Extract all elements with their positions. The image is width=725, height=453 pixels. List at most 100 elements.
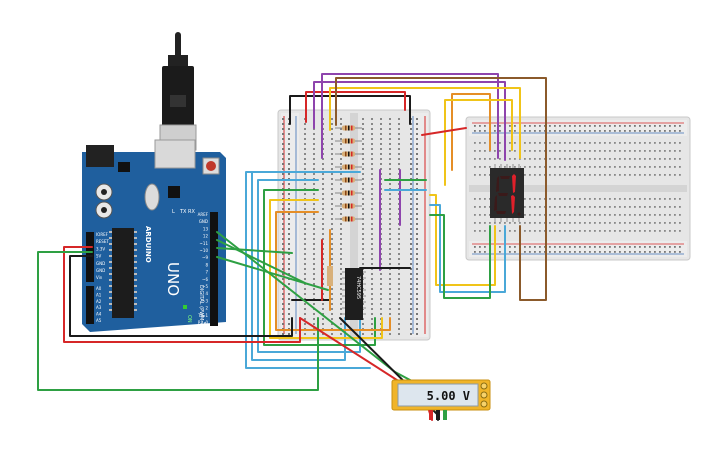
on-label: ON — [186, 315, 192, 323]
wire-orange-1 — [275, 211, 391, 331]
wire-blue-low — [429, 204, 506, 293]
resistor — [335, 190, 362, 196]
segment-b — [512, 174, 516, 193]
segment-g — [498, 193, 508, 196]
digital-header-labels: AREF GND 13 12 ~11 ~10 ~9 8 7 ~6 ~5 4 ~3 2TX▸1RX◂0 — [197, 212, 208, 325]
wire-red-5v — [63, 246, 301, 343]
header-pin-label: ~9 — [202, 255, 208, 260]
segment-a — [500, 176, 510, 179]
wire-black-top — [289, 95, 411, 125]
resistor — [335, 164, 362, 170]
wire-purple-2 — [321, 73, 499, 159]
resistor-single — [327, 266, 333, 286]
resistor-array — [335, 125, 362, 222]
wire-yellow-low — [429, 194, 496, 286]
usb-cable — [159, 32, 197, 151]
header-pin-label: 12 — [203, 234, 209, 239]
resistor — [335, 151, 362, 157]
segment-dp — [517, 212, 521, 216]
wire-purple-1 — [313, 81, 506, 161]
digital-label: DIGITAL (PWM~) — [198, 285, 204, 327]
header-pin-label: GND — [199, 219, 208, 224]
atmega-chip — [112, 228, 134, 318]
header-pin-label: A1 — [96, 292, 102, 297]
reset-button[interactable] — [206, 161, 216, 171]
resistor — [335, 177, 362, 183]
power-header-labels: IOREF RESET 3.3V 5V GND GND Vin — [96, 232, 109, 280]
arduino-brand: ARDUINO — [144, 226, 152, 263]
wire-red-top — [305, 91, 406, 123]
header-pin-label: Vin — [96, 275, 103, 280]
segment-e — [494, 195, 497, 211]
header-pin-label: IOREF — [96, 232, 109, 237]
shift-register-chip[interactable]: 74HC595 — [342, 268, 366, 320]
led-label-rx: RX — [188, 209, 195, 215]
segment-c — [511, 195, 515, 214]
digital-header — [210, 212, 218, 326]
wire-blue-outer — [245, 171, 371, 369]
led-label-tx: TX — [179, 209, 187, 215]
wire-yellow-top — [329, 87, 521, 159]
multimeter-screen — [397, 383, 479, 407]
header-pin-label: A2 — [96, 299, 102, 304]
wire-green-low — [429, 214, 491, 299]
header-pin-label: 5V — [96, 254, 102, 259]
dc-jack — [86, 145, 114, 167]
wire-red-power — [421, 127, 467, 136]
wire-green-d11 — [216, 247, 293, 254]
segment-f — [496, 176, 499, 192]
meter-knob-com[interactable] — [480, 400, 488, 408]
meter-knob-v[interactable] — [480, 391, 488, 399]
led-label-l: L — [172, 209, 175, 215]
header-pin-label: RESET — [96, 239, 109, 244]
header-pin-label: A4 — [96, 312, 102, 317]
wire-green-d10 — [216, 256, 329, 291]
header-pin-label: 13 — [203, 226, 209, 231]
chip-label: 74HC595 — [355, 276, 361, 299]
header-pin-label: ~10 — [200, 248, 209, 253]
analog-label: ANALOG IN — [73, 282, 79, 310]
resistor — [335, 216, 362, 222]
multimeter[interactable]: 5.00 V — [391, 379, 491, 420]
header-pin-label: A3 — [96, 305, 102, 310]
wire-yellow-right — [444, 99, 513, 186]
wire-black-gnd — [69, 255, 293, 337]
arduino-model: UNO — [164, 262, 182, 296]
wire-green-1 — [263, 189, 376, 346]
meter-knob-a[interactable] — [480, 382, 488, 390]
header-pin-label: 3.3V — [96, 246, 105, 251]
segment-d — [496, 211, 506, 214]
probe-tip-red — [429, 410, 433, 420]
seven-segment-display[interactable] — [490, 164, 524, 222]
header-pin-label: TX▸1 — [197, 313, 208, 318]
resistor — [335, 203, 362, 209]
header-pin-label: ~6 — [202, 277, 208, 282]
resistor — [335, 138, 362, 144]
wire-yellow-1 — [269, 199, 383, 339]
wire-blue-2 — [257, 179, 361, 353]
wire-brown — [335, 77, 547, 301]
header-pin-label: RX◂0 — [198, 320, 209, 325]
on-led — [183, 305, 187, 309]
analog-header — [86, 286, 94, 324]
multimeter-reading: 5.00 V — [427, 389, 470, 403]
header-pin-label: ~3 — [202, 298, 208, 303]
header-pin-label: A5 — [96, 318, 102, 323]
wire-orange-top — [451, 93, 491, 171]
header-pin-label: 2 — [205, 306, 208, 311]
header-pin-label: GND — [96, 268, 105, 273]
header-pin-label: GND — [96, 261, 105, 266]
usb-port — [154, 139, 196, 169]
probe-tip-green — [443, 410, 447, 420]
header-pin-label: 8 — [205, 262, 208, 267]
probe-tip-black — [436, 410, 440, 420]
header-pin-label: 4 — [205, 291, 208, 296]
header-pin-label: AREF — [198, 212, 209, 217]
resistor — [335, 125, 362, 131]
header-pin-label: ~11 — [200, 241, 209, 246]
header-pin-label: 7 — [205, 270, 208, 275]
header-pin-label: ~5 — [202, 284, 208, 289]
